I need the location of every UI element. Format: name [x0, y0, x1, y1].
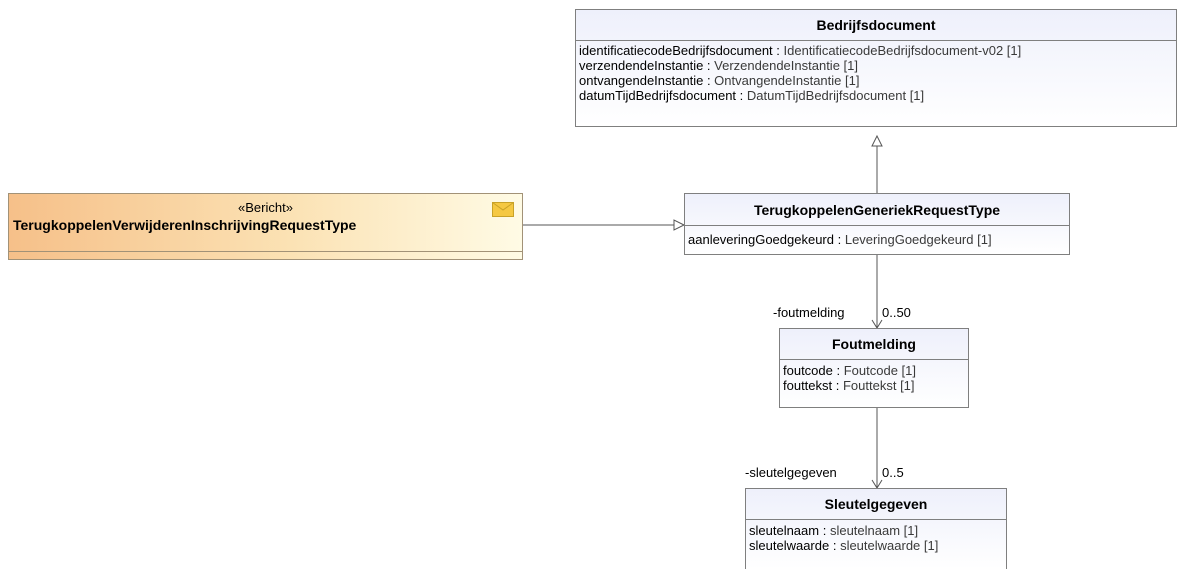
attribute-row: sleutelwaarde : sleutelwaarde [1]	[749, 538, 939, 553]
association-role-sleutelgegeven: -sleutelgegeven	[745, 465, 837, 480]
association-role-foutmelding: -foutmelding	[773, 305, 845, 320]
attribute-row: aanleveringGoedgekeurd : LeveringGoedgek…	[688, 232, 992, 247]
attribute-type: IdentificatiecodeBedrijfsdocument-v02 [1…	[783, 43, 1022, 58]
stereotype-label: «Bericht»	[238, 200, 293, 215]
class-bedrijfsdocument[interactable]: Bedrijfsdocument identificatiecodeBedrij…	[575, 9, 1177, 127]
class-header: Bedrijfsdocument	[576, 10, 1176, 41]
attribute-name: datumTijdBedrijfsdocument	[579, 88, 737, 103]
attribute-type: LeveringGoedgekeurd [1]	[844, 232, 992, 247]
generalization-arrowhead-bedrijfsdocument	[871, 134, 883, 147]
class-name: TerugkoppelenVerwijderenInschrijvingRequ…	[13, 217, 357, 233]
attribute-name: sleutelwaarde	[749, 538, 830, 553]
class-header: Sleutelgegeven	[746, 489, 1006, 520]
attribute-type: Foutcode [1]	[843, 363, 916, 378]
attribute-name: identificatiecodeBedrijfsdocument	[579, 43, 773, 58]
attribute-row: fouttekst : Fouttekst [1]	[783, 378, 915, 393]
association-multiplicity-sleutelgegeven: 0..5	[882, 465, 904, 480]
attribute-row: foutcode : Foutcode [1]	[783, 363, 916, 378]
class-terugkoppelen-generiek[interactable]: TerugkoppelenGeneriekRequestType aanleve…	[684, 193, 1070, 255]
attribute-name: foutcode	[783, 363, 833, 378]
class-bericht[interactable]: «Bericht» TerugkoppelenVerwijderenInschr…	[8, 193, 523, 260]
association-multiplicity-foutmelding: 0..50	[882, 305, 911, 320]
attribute-type: OntvangendeInstantie [1]	[714, 73, 860, 88]
attribute-name: ontvangendeInstantie	[579, 73, 704, 88]
generalization-arrowhead-generiek	[673, 219, 686, 231]
envelope-icon	[492, 202, 514, 217]
class-header: Foutmelding	[780, 329, 968, 360]
attribute-row: ontvangendeInstantie : OntvangendeInstan…	[579, 73, 860, 88]
class-header: «Bericht» TerugkoppelenVerwijderenInschr…	[9, 200, 522, 252]
attribute-name: aanleveringGoedgekeurd	[688, 232, 834, 247]
attribute-type: DatumTijdBedrijfsdocument [1]	[746, 88, 925, 103]
attribute-name: fouttekst	[783, 378, 833, 393]
attribute-row: verzendendeInstantie : VerzendendeInstan…	[579, 58, 858, 73]
attribute-row: identificatiecodeBedrijfsdocument : Iden…	[579, 43, 1022, 58]
attribute-type: sleutelwaarde [1]	[840, 538, 939, 553]
attribute-type: VerzendendeInstantie [1]	[714, 58, 858, 73]
attribute-type: sleutelnaam [1]	[829, 523, 919, 538]
attribute-name: verzendendeInstantie	[579, 58, 704, 73]
attribute-list: foutcode : Foutcode [1] fouttekst : Fout…	[780, 360, 968, 395]
attribute-name: sleutelnaam	[749, 523, 820, 538]
class-foutmelding[interactable]: Foutmelding foutcode : Foutcode [1] fout…	[779, 328, 969, 408]
attribute-row: datumTijdBedrijfsdocument : DatumTijdBed…	[579, 88, 925, 103]
attribute-list: sleutelnaam : sleutelnaam [1] sleutelwaa…	[746, 520, 1006, 555]
class-name: Bedrijfsdocument	[816, 17, 936, 33]
class-name: TerugkoppelenGeneriekRequestType	[753, 201, 1001, 218]
attribute-type: Fouttekst [1]	[842, 378, 915, 393]
class-header: TerugkoppelenGeneriekRequestType	[685, 194, 1069, 226]
class-sleutelgegeven[interactable]: Sleutelgegeven sleutelnaam : sleutelnaam…	[745, 488, 1007, 569]
attribute-row: sleutelnaam : sleutelnaam [1]	[749, 523, 919, 538]
class-name: Sleutelgegeven	[824, 496, 928, 512]
attribute-list: identificatiecodeBedrijfsdocument : Iden…	[576, 41, 1176, 105]
attribute-list: aanleveringGoedgekeurd : LeveringGoedgek…	[685, 226, 1069, 249]
class-name: Foutmelding	[832, 336, 916, 352]
